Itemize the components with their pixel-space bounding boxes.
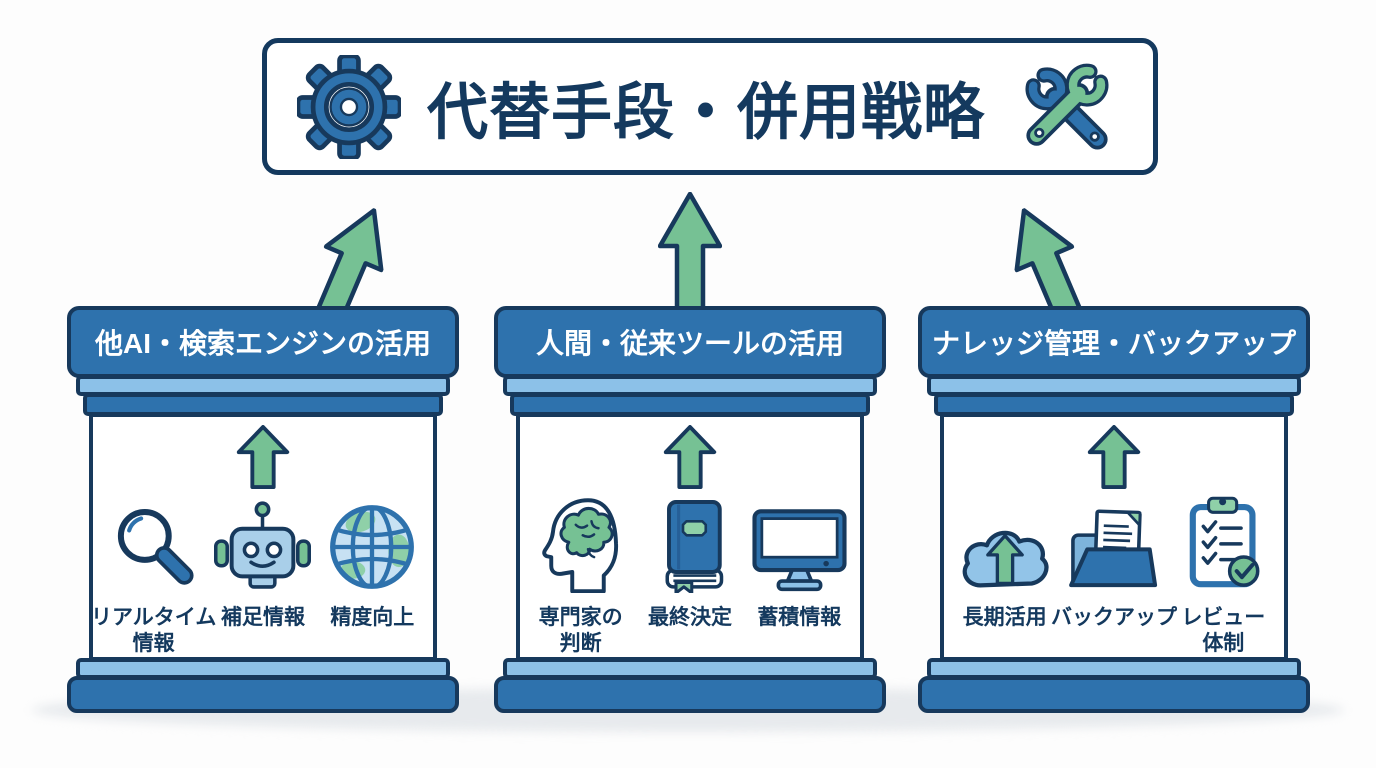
book-icon (665, 500, 724, 593)
pillar-title: 他AI・検索エンジンの活用 (94, 328, 431, 359)
magnifier-icon (117, 509, 194, 585)
list-item: リアルタイム 情報 (91, 495, 216, 656)
list-item: 長期活用 (950, 495, 1059, 656)
pillar-base (67, 676, 459, 713)
item-label: リアルタイム 情報 (90, 606, 217, 655)
pillar-knowledge-backup: ナレッジ管理・バックアップ 長期活用 (918, 306, 1310, 713)
list-item: 精度向上 (318, 495, 427, 656)
pillar-base (494, 676, 886, 713)
list-item: 専門家の 判断 (526, 495, 635, 656)
pillar-header: 他AI・検索エンジンの活用 (67, 306, 459, 378)
item-label: 精度向上 (330, 606, 415, 629)
head-brain-icon (541, 498, 618, 593)
pillar-title: 人間・従来ツールの活用 (535, 328, 844, 359)
item-label: 蓄積情報 (757, 606, 842, 629)
list-item: バックアップ (1051, 495, 1177, 656)
crossed-wrenches-icon (1025, 63, 1109, 149)
item-label: 補足情報 (220, 606, 305, 629)
pillar-body: 専門家の 判断 (516, 413, 864, 661)
pillar-body: リアルタイム 情報 (89, 413, 437, 661)
item-label: レビュー 体制 (1181, 606, 1266, 655)
item-label: 長期活用 (962, 606, 1047, 629)
pillar-base (918, 676, 1310, 713)
title-box: 代替手段・併用戦略 (262, 38, 1158, 175)
pillar-other-ai-search: 他AI・検索エンジンの活用 (67, 306, 459, 713)
page-title: 代替手段・併用戦略 (426, 78, 985, 146)
item-label: バックアップ (1051, 606, 1177, 629)
globe-icon (330, 505, 415, 589)
pillar-body: 長期活用 (940, 413, 1288, 661)
connector-up-arrow-middle (658, 192, 722, 316)
item-label: 専門家の 判断 (538, 606, 623, 655)
monitor-icon (752, 509, 847, 592)
up-arrow-icon (1087, 425, 1141, 489)
up-arrow-icon (663, 425, 717, 489)
up-arrow-icon (236, 425, 290, 489)
folder-doc-icon (1069, 509, 1158, 588)
list-item: 最終決定 (635, 495, 744, 656)
pillar-title: ナレッジ管理・バックアップ (931, 328, 1296, 359)
gear-icon (296, 54, 401, 159)
pillar-human-tools: 人間・従来ツールの活用 (494, 306, 886, 713)
pillar-header: ナレッジ管理・バックアップ (918, 306, 1310, 378)
list-item: 蓄積情報 (745, 495, 854, 656)
list-item: 補足情報 (208, 495, 317, 656)
robot-icon (214, 501, 312, 589)
clipboard-check-icon (1189, 496, 1260, 588)
list-item: レビュー 体制 (1169, 495, 1278, 656)
cloud-upload-icon (962, 530, 1049, 588)
pillar-header: 人間・従来ツールの活用 (494, 306, 886, 378)
item-label: 最終決定 (647, 606, 732, 629)
